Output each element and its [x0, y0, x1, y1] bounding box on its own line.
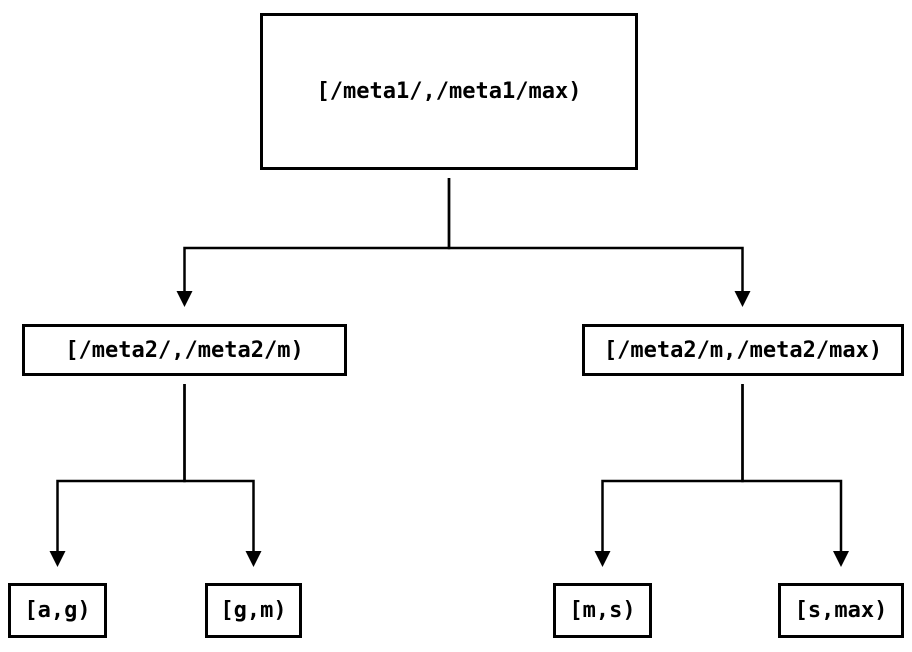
edge-right-to-leaf-ms: [594, 384, 744, 567]
node-right-child-label: [/meta2/m,/meta2/max): [603, 337, 883, 363]
arrowhead-down-icon: [176, 291, 193, 307]
edge-left-to-leaf-gm: [183, 384, 262, 567]
arrowhead-down-icon: [833, 551, 849, 567]
edge-root-to-right: [447, 178, 751, 307]
node-leaf-gm-label: [g,m): [220, 598, 287, 623]
arrowhead-down-icon: [49, 551, 66, 567]
node-leaf-ag: [a,g): [8, 583, 107, 638]
node-left-child: [/meta2/,/meta2/m): [22, 324, 347, 376]
node-left-child-label: [/meta2/,/meta2/m): [65, 337, 304, 363]
node-leaf-smax: [s,max): [778, 583, 904, 638]
node-root: [/meta1/,/meta1/max): [260, 13, 638, 170]
arrowhead-down-icon: [734, 291, 751, 307]
node-leaf-smax-label: [s,max): [794, 598, 888, 623]
arrowhead-down-icon: [245, 551, 262, 567]
node-leaf-ag-label: [a,g): [24, 598, 91, 623]
node-leaf-ms-label: [m,s): [569, 598, 636, 623]
node-root-label: [/meta1/,/meta1/max): [316, 79, 582, 104]
edge-left-to-leaf-ag: [49, 384, 186, 567]
node-leaf-ms: [m,s): [553, 583, 652, 638]
edge-right-to-leaf-smax: [741, 384, 849, 567]
node-right-child: [/meta2/m,/meta2/max): [582, 324, 904, 376]
arrowhead-down-icon: [594, 551, 611, 567]
edge-root-to-left: [176, 178, 451, 307]
node-leaf-gm: [g,m): [205, 583, 302, 638]
